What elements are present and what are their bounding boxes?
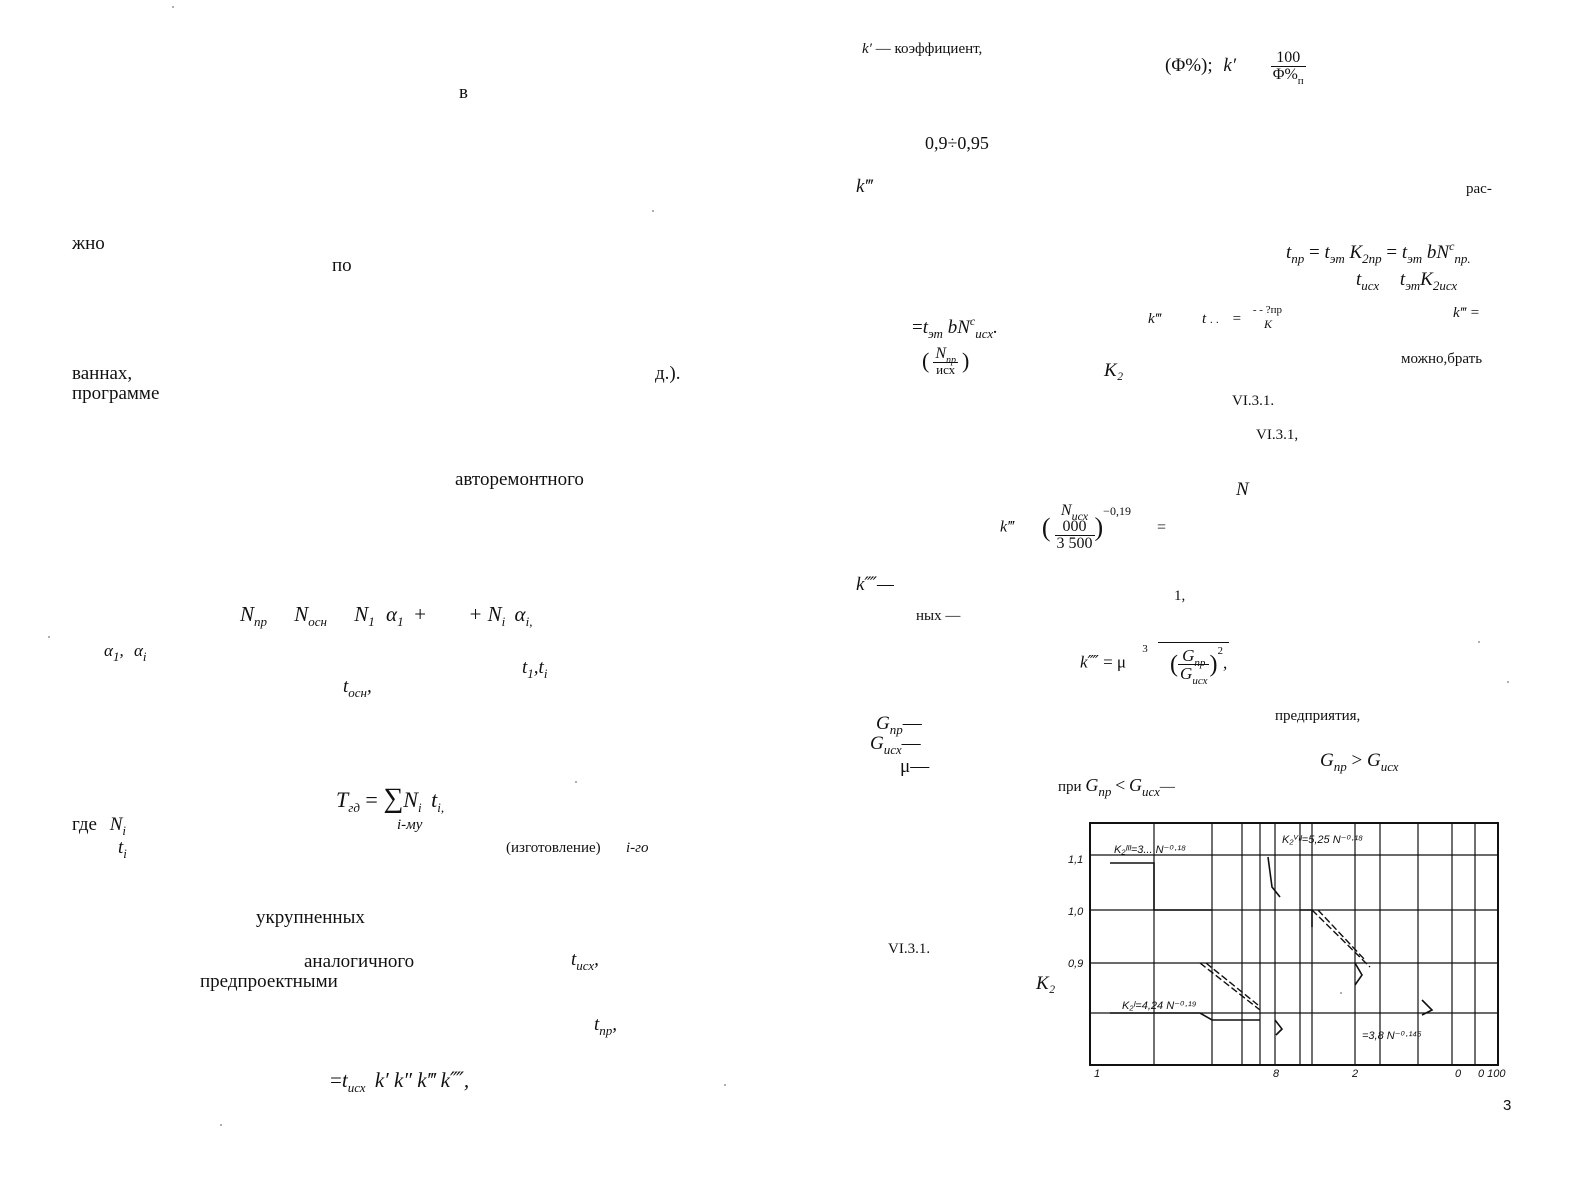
- scan-speck: [652, 210, 654, 212]
- word-predpriyatiya: предприятия,: [1275, 708, 1361, 724]
- formula-n-pr: Nпр Nосн N1 α1 + + Ni αi,: [240, 602, 533, 629]
- curve-dashed: [1199, 962, 1261, 1011]
- curve-equation-label: K₂ᴵ=4,24 N⁻⁰·¹⁹: [1122, 1000, 1197, 1012]
- word-nykh: ных —: [916, 608, 961, 624]
- word-po: по: [332, 255, 352, 276]
- alpha-list: α1, αi: [104, 641, 147, 664]
- formula-t-gd: Tгд = ∑Ni ti,: [336, 783, 445, 815]
- word-analogichnogo: аналогичного: [304, 951, 415, 972]
- curve-dashed: [1311, 909, 1371, 968]
- ref-fig-3: VI.3.1.: [888, 941, 931, 957]
- scan-speck: [575, 781, 577, 783]
- chart-curves: [1110, 856, 1434, 1036]
- curve-equation-label: K₂ⱽᴵᴵ=5,25 N⁻⁰·¹⁸: [1282, 834, 1363, 846]
- curve-equation-label: K₂ᴵᴵᴵ=3... N⁻⁰·¹⁸: [1114, 844, 1186, 856]
- curve-segment: [1354, 962, 1363, 986]
- k2-axis-label: K₂: [1036, 973, 1056, 994]
- y-tick-label: 1,0: [1068, 906, 1084, 918]
- k-triple-mid: k‴: [1148, 311, 1161, 327]
- curve-segment: [1421, 999, 1434, 1016]
- word-ukrupnennykh: укрупненных: [256, 907, 365, 928]
- scan-speck: [172, 6, 174, 8]
- mu-def: μ—: [900, 756, 930, 777]
- word-d: д.).: [655, 363, 681, 384]
- formula-t-iskh: tисх tэтK2исх: [1356, 269, 1458, 293]
- scan-speck: [220, 1124, 222, 1126]
- scan-speck: [48, 636, 50, 638]
- t-list: t1,ti: [522, 657, 548, 681]
- y-tick-label: 1,1: [1068, 854, 1083, 866]
- x-tick-label: 2: [1351, 1068, 1358, 1080]
- word-predproektnymi: предпроектными: [200, 971, 338, 992]
- k-quad-label: k⁗—: [856, 574, 894, 595]
- frac-n-ratio: ( Nпр исх ): [922, 345, 970, 377]
- g-pr-gt-g-iskh: Gпр > Gисх: [1320, 750, 1399, 774]
- word-i-go: i-го: [626, 840, 649, 856]
- chart-frame: [1089, 822, 1499, 1066]
- ref-fig-2: VI.3.1,: [1256, 427, 1299, 443]
- t-i: ti: [118, 837, 127, 861]
- g-iskh-def: Gисх—: [870, 733, 921, 757]
- x-tick-label: 1: [1094, 1068, 1100, 1080]
- chart-grid: [1090, 823, 1498, 1065]
- scan-speck: [1507, 681, 1509, 683]
- pri-g-lt: при Gпр < Gисх—: [1058, 775, 1175, 799]
- formula-t-pr: tпр = tэт K2пр = tэт bNcпр.: [1286, 239, 1471, 266]
- k2-nomogram-chart: 1,1 1,0 0,9 1 8 2 0 0 100 K₂ᴵᴵᴵ=3... N⁻⁰·¹⁸ K₂ⱽᴵᴵ…: [1068, 822, 1506, 1080]
- phi-formula: (Φ%); k′ 100 Φ%п: [1165, 49, 1306, 87]
- x-tick-label: 0: [1455, 1068, 1462, 1080]
- curve-dashed: [1205, 962, 1259, 1006]
- curve-segment: [1110, 862, 1212, 911]
- word-zhno: жно: [72, 233, 105, 254]
- k2-label: K₂: [1104, 360, 1124, 381]
- gde-n-i: где Ni: [72, 814, 127, 838]
- page-number: 3: [1503, 1097, 1512, 1114]
- ref-fig-1: VI.3.1.: [1232, 393, 1275, 409]
- word-programme: программе: [72, 383, 160, 404]
- curve-segment: [1274, 1019, 1284, 1036]
- formula-t-gd-under: i-му: [397, 817, 423, 833]
- x-tick-label: 8: [1273, 1068, 1280, 1080]
- curve-equation-label: =3,8 N⁻⁰·¹⁴⁵: [1362, 1030, 1422, 1042]
- word-izgotovlenie: (изготовление): [506, 840, 601, 856]
- scan-speck: [1478, 641, 1480, 643]
- x-tick-label: 0 100: [1478, 1068, 1506, 1080]
- t-pr: tпр,: [594, 1014, 618, 1038]
- scan-speck: [724, 1084, 726, 1086]
- frag-k: К: [1264, 317, 1272, 331]
- formula-fragment: t . . = - - ?пр: [1202, 304, 1282, 327]
- t-iskh: tисх,: [571, 949, 599, 973]
- t-osn: tосн,: [343, 676, 372, 700]
- k-triple-left: k‴: [856, 176, 873, 197]
- word-vannakh: ваннах,: [72, 363, 133, 384]
- curve-segment: [1267, 856, 1281, 898]
- word-mozhno: можно,брать: [1401, 351, 1483, 367]
- k-prime-line: k′ — коэффициент,: [862, 41, 983, 57]
- curve-segment: [1110, 1012, 1260, 1021]
- formula-k-triple: k‴ ( Nисх 000 3 500 )−0,19 =: [1000, 502, 1166, 552]
- scan-speck: [1340, 992, 1342, 994]
- word-ras: рас-: [1466, 181, 1492, 197]
- word-avtoremontnogo: авторемонтного: [455, 469, 584, 490]
- k-triple-right: k‴ =: [1453, 305, 1480, 321]
- curve-segment: [1300, 909, 1313, 927]
- n-alone: N: [1236, 479, 1249, 500]
- value-one: 1,: [1174, 588, 1186, 604]
- g-pr-def: Gпр—: [876, 713, 922, 737]
- y-tick-label: 0,9: [1068, 958, 1083, 970]
- formula-t-et: =tэт bNcисх.: [912, 314, 998, 341]
- chart-labels: 1,1 1,0 0,9 1 8 2 0 0 100 K₂ᴵᴵᴵ=3... N⁻⁰·¹⁸ K₂ⱽᴵᴵ…: [1068, 834, 1506, 1080]
- curve-dashed: [1317, 909, 1366, 961]
- formula-t-kkk: =tисх k′ k″ k‴ k⁗,: [330, 1068, 470, 1095]
- word-v: в: [459, 82, 468, 103]
- range-value: 0,9÷0,95: [925, 133, 989, 153]
